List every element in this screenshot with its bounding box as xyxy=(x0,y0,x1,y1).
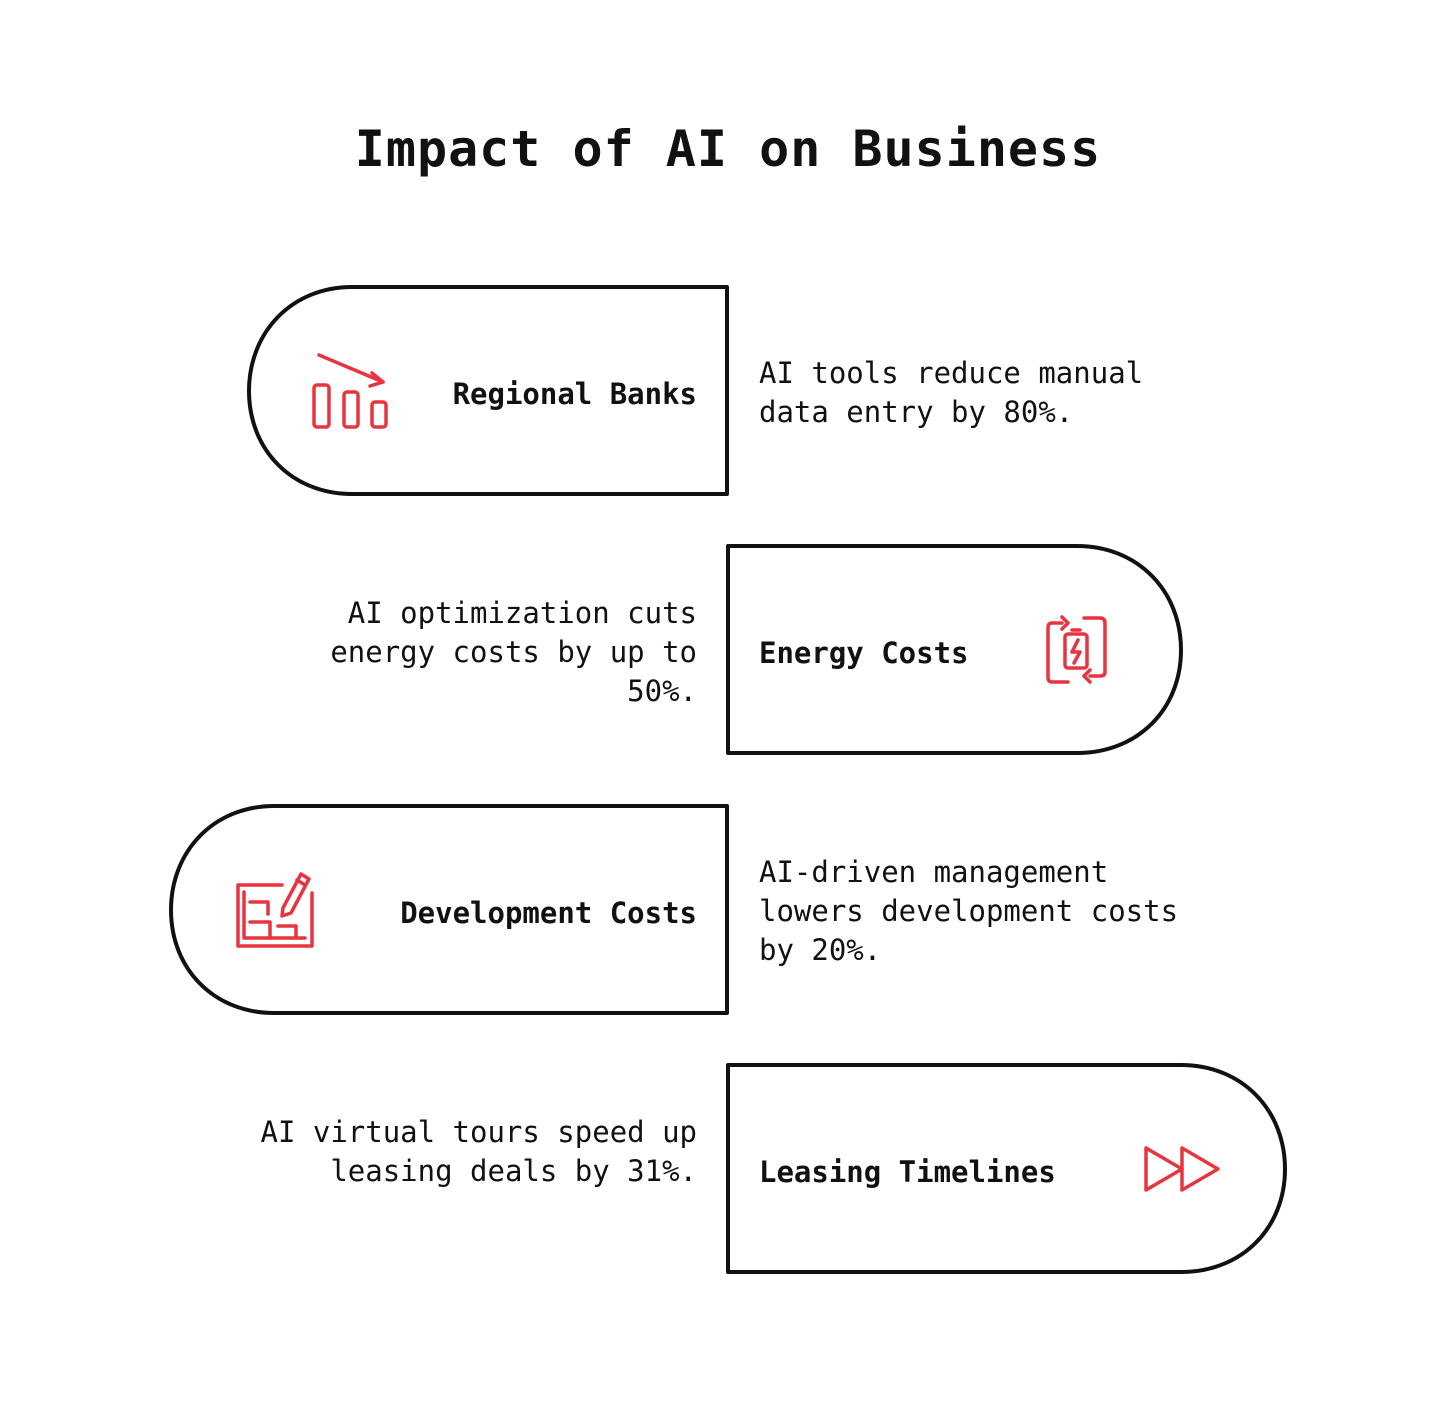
development-costs-description: AI-driven management lowers development … xyxy=(759,855,1179,967)
declining-bar-chart-icon xyxy=(312,353,388,429)
energy-costs-label: Energy Costs xyxy=(759,636,969,670)
regional-banks-description: AI tools reduce manual data entry by 80%… xyxy=(759,356,1144,429)
leasing-timelines-description: AI virtual tours speed up leasing deals … xyxy=(260,1115,698,1188)
page-title: Impact of AI on Business xyxy=(354,120,1102,178)
development-costs-pill xyxy=(169,804,729,1015)
leasing-timelines-pill xyxy=(726,1063,1287,1274)
battery-refresh-icon xyxy=(1046,615,1107,684)
regional-banks-pill xyxy=(247,285,729,496)
blueprint-pencil-icon xyxy=(236,872,314,948)
fast-forward-icon xyxy=(1144,1146,1220,1192)
regional-banks-label: Regional Banks xyxy=(452,377,697,411)
energy-costs-pill xyxy=(726,544,1183,755)
development-costs-label: Development Costs xyxy=(400,896,697,930)
leasing-timelines-label: Leasing Timelines xyxy=(759,1155,1056,1189)
energy-costs-description: AI optimization cuts energy costs by up … xyxy=(330,596,697,708)
